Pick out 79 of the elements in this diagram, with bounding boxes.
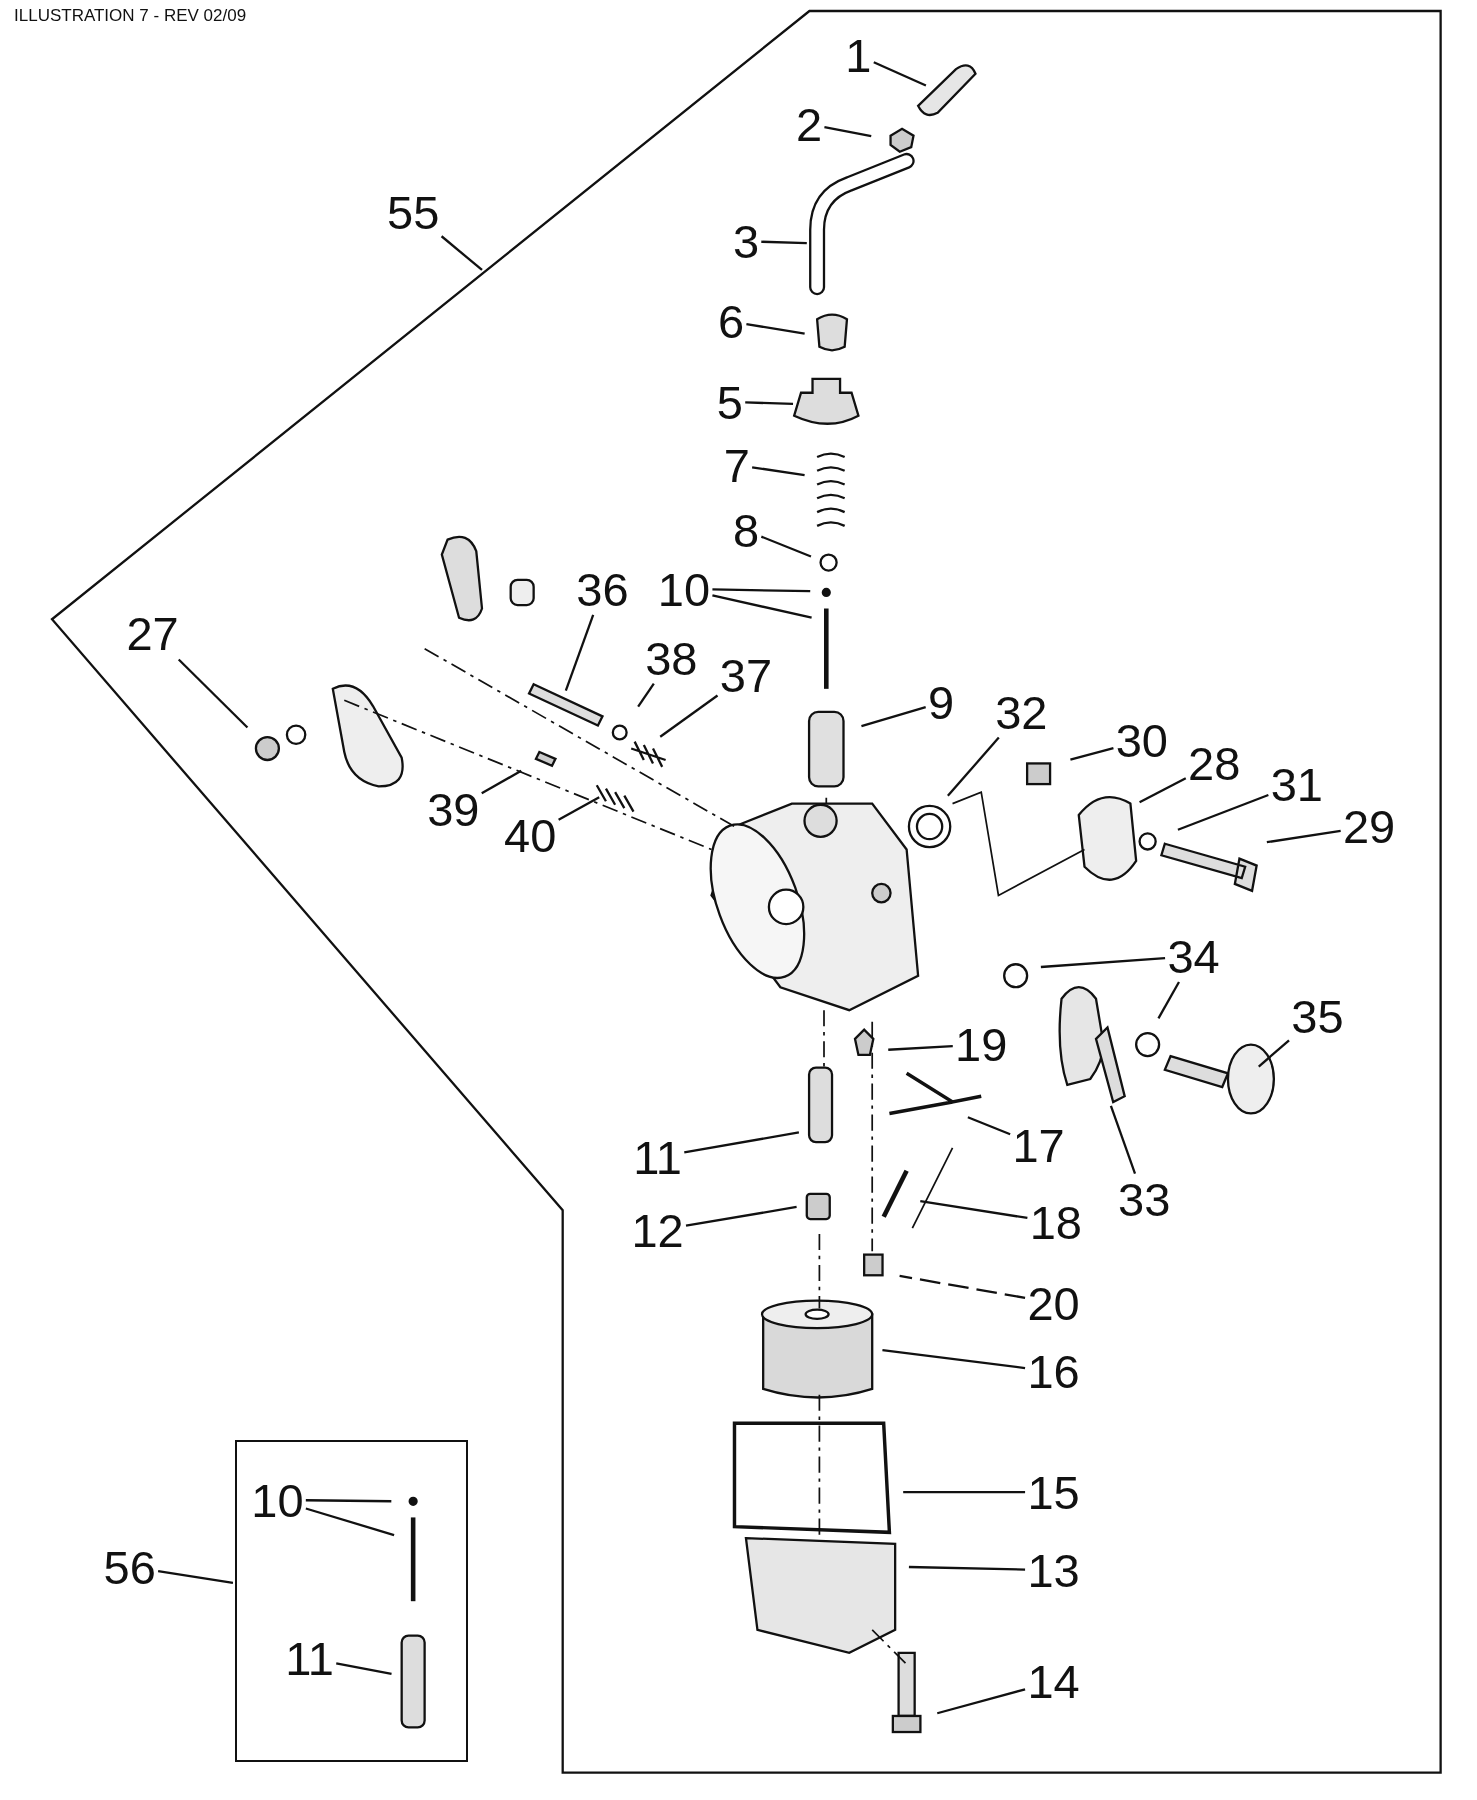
callout-number: 10 [251, 1476, 304, 1524]
callout-number: 39 [427, 785, 480, 833]
callout-number: 18 [1029, 1198, 1082, 1246]
leader-line [1258, 1039, 1290, 1068]
leader-line [873, 61, 927, 87]
leader-line [908, 1565, 1026, 1571]
leader-line [824, 126, 872, 138]
leader-line [1139, 777, 1187, 804]
leader-line [899, 1274, 1026, 1299]
leader-line [305, 1507, 395, 1537]
callout-number: 32 [995, 688, 1048, 735]
leader-line [684, 1131, 800, 1154]
callout-number: 2 [796, 100, 823, 148]
callout-number: 29 [1342, 802, 1396, 850]
callout-number: 55 [387, 188, 440, 236]
leader-line [637, 683, 655, 708]
callout-number: 3 [732, 217, 759, 265]
leader-line [936, 1688, 1026, 1715]
leader-line [920, 1200, 1028, 1220]
callout-number: 36 [576, 565, 629, 613]
leader-line [558, 796, 600, 821]
callout-number: 12 [631, 1206, 684, 1254]
callout-number: 20 [1027, 1279, 1080, 1327]
illustration-title: ILLUSTRATION 7 - REV 02/09 [14, 6, 247, 26]
callout-number: 10 [657, 565, 711, 613]
leader-line [903, 1491, 1026, 1494]
leader-line [745, 401, 794, 406]
callout-number: 6 [717, 297, 745, 345]
callout-number: 19 [955, 1020, 1008, 1068]
callout-number: 16 [1027, 1347, 1080, 1395]
callout-number: 28 [1188, 739, 1241, 787]
callout-number: 35 [1291, 992, 1344, 1040]
callout-number: 40 [504, 811, 557, 859]
leader-line [712, 594, 812, 619]
callout-number: 27 [126, 609, 179, 657]
inset-box [235, 1440, 469, 1762]
callout-number: 11 [285, 1634, 334, 1682]
leader-line [746, 322, 805, 335]
leader-line [305, 1499, 392, 1503]
leader-line [760, 535, 812, 558]
callout-number: 37 [719, 651, 773, 699]
callout-number: 33 [1118, 1175, 1171, 1223]
leader-line [659, 694, 719, 738]
leader-line [888, 1045, 953, 1051]
leader-line [177, 658, 249, 729]
leader-line [564, 614, 595, 691]
leader-line [685, 1205, 797, 1227]
callout-number: 31 [1270, 760, 1323, 808]
callout-number: 8 [732, 506, 759, 554]
callout-number: 5 [716, 378, 743, 426]
callout-number: 30 [1115, 716, 1168, 764]
callout-number: 13 [1027, 1546, 1080, 1594]
leader-line [761, 240, 807, 245]
callout-number: 1 [845, 31, 872, 79]
callout-number: 7 [723, 441, 750, 489]
leader-line [861, 706, 926, 728]
leader-line [1177, 793, 1269, 831]
leader-line [751, 466, 805, 477]
callout-number: 15 [1027, 1468, 1080, 1516]
leader-line [712, 588, 811, 593]
leader-line [481, 769, 522, 795]
leader-line [1157, 981, 1180, 1019]
leader-line [1266, 829, 1341, 844]
callout-number: 11 [633, 1133, 682, 1181]
leader-line [882, 1348, 1026, 1370]
leader-line [157, 1570, 234, 1584]
callout-number: 34 [1167, 932, 1220, 980]
leader-line [1070, 746, 1114, 761]
callout-number: 17 [1012, 1121, 1065, 1169]
callout-number: 56 [103, 1543, 156, 1590]
callout-number: 9 [928, 678, 955, 726]
callout-number: 38 [645, 634, 698, 682]
leader-line [967, 1116, 1011, 1136]
leader-line [336, 1662, 392, 1675]
callout-number: 14 [1027, 1657, 1080, 1705]
leader-line [947, 736, 1000, 797]
leader-line [1109, 1105, 1137, 1175]
leader-line [440, 235, 483, 271]
leader-line [1040, 957, 1166, 969]
